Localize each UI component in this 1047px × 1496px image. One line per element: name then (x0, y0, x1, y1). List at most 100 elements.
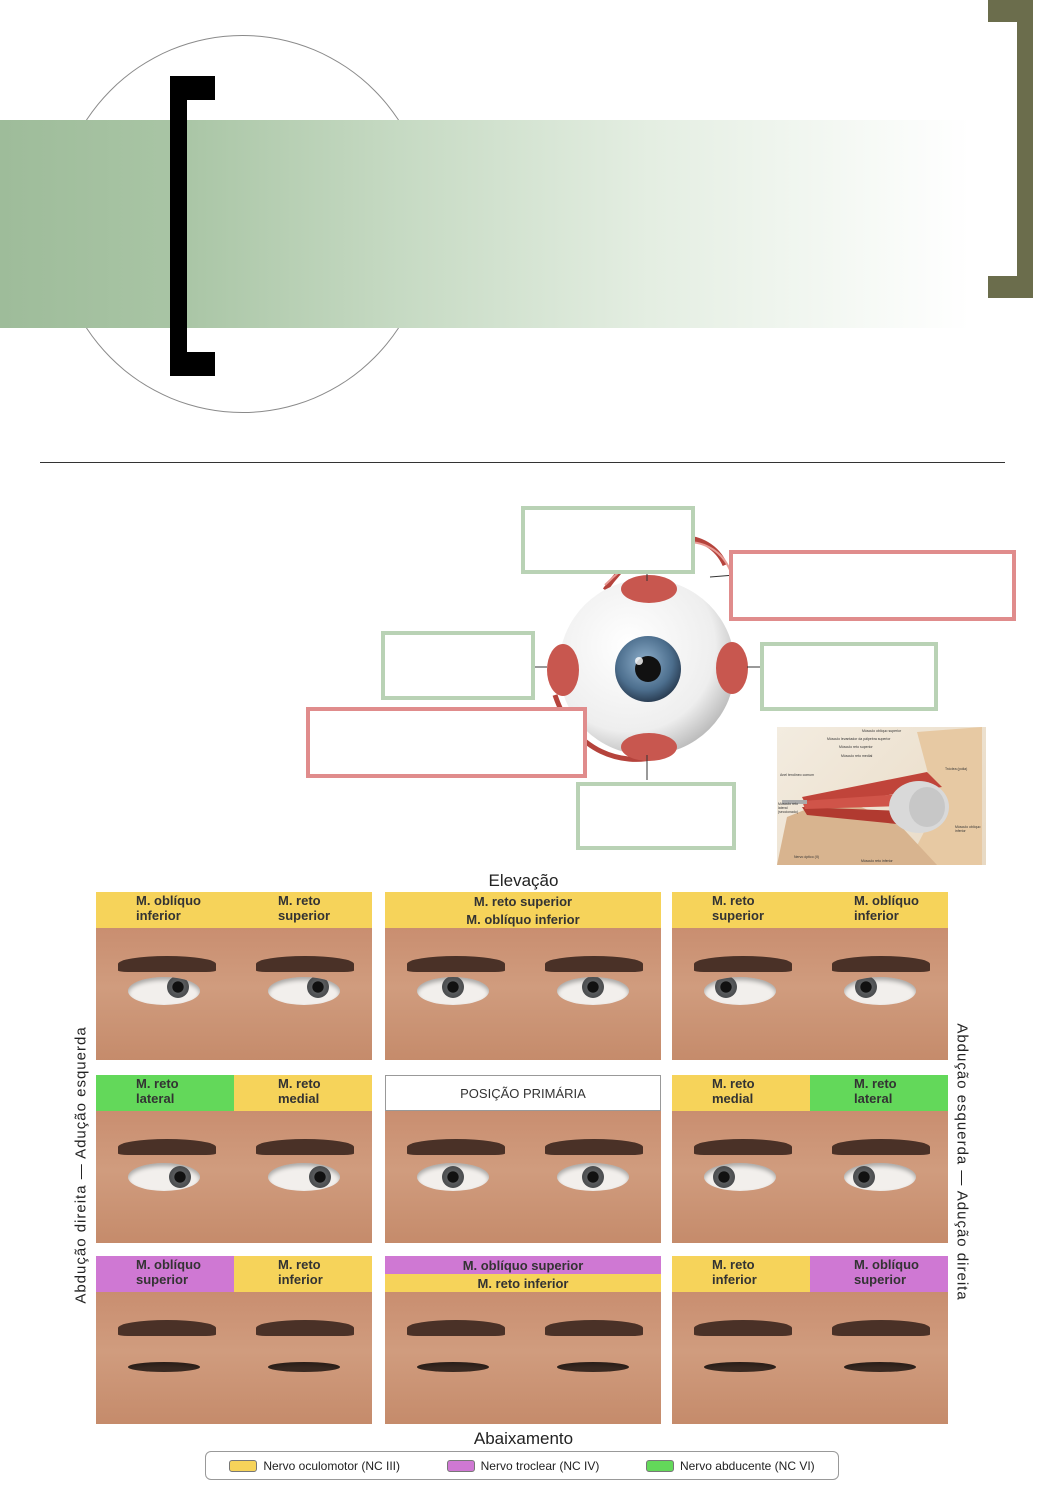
eyebrow (407, 1320, 505, 1336)
muscle-label: M. oblíquo superior (385, 1256, 661, 1274)
right-bracket (988, 0, 1033, 298)
anatomy-label-7: Músculo oblíquo inferior (955, 825, 981, 833)
eyebrow (832, 1139, 930, 1155)
eye (844, 1163, 916, 1191)
eye (417, 977, 489, 1005)
eyebrow (832, 956, 930, 972)
face-photo (672, 928, 948, 1060)
iris (713, 1166, 735, 1188)
muscle-label: M. oblíquo inferior (385, 910, 661, 928)
iris (582, 1166, 604, 1188)
legend-label-troclear: Nervo troclear (NC IV) (480, 1458, 600, 1473)
label-box-oblique-inferior (306, 707, 587, 778)
face-photo (96, 928, 372, 1060)
legend-swatch-oculomotor (229, 1459, 258, 1472)
iris (307, 977, 329, 999)
label-box-lateral (381, 631, 535, 700)
eye (704, 1362, 776, 1372)
legend-label-abducente: Nervo abducente (NC VI) (679, 1458, 815, 1473)
legend-item-abducente: Nervo abducente (NC VI) (645, 1458, 815, 1473)
label-box-superior (521, 506, 695, 574)
eye (128, 1362, 200, 1372)
face-photo (672, 1292, 948, 1424)
anatomy-label-9: Músculo reto inferior (861, 859, 893, 863)
eye (557, 1362, 629, 1372)
title-band (0, 120, 1000, 328)
anatomy-label-2: Músculo reto superior (839, 745, 873, 749)
eyebrow (256, 1320, 354, 1336)
legend-item-troclear: Nervo troclear (NC IV) (446, 1458, 600, 1473)
eyebrow (118, 1320, 216, 1336)
eye (417, 1163, 489, 1191)
eyebrow (256, 956, 354, 972)
gaze-cell-center: POSIÇÃO PRIMÁRIA (385, 1075, 661, 1243)
face-photo (385, 1111, 661, 1243)
right-side-caption: Abdução esquerda — Adução direita (953, 1023, 971, 1301)
muscle-label: M. reto inferior (385, 1274, 661, 1292)
iris (442, 977, 464, 998)
eye (844, 1362, 916, 1372)
anatomy-label-1: Músculo levantador da pálpebra superior (827, 737, 891, 741)
iris (853, 1166, 875, 1188)
face-photo (672, 1111, 948, 1243)
eye (704, 977, 776, 1006)
face-photo (385, 1292, 661, 1424)
eyebrow (545, 1320, 643, 1336)
iris (167, 977, 189, 999)
eyebrow (407, 1139, 505, 1155)
legend-label-oculomotor: Nervo oculomotor (NC III) (263, 1458, 401, 1473)
anatomy-label-5: Anel tendíneo comum (780, 773, 815, 777)
depression-caption: Abaixamento (473, 1429, 574, 1448)
iris (715, 977, 737, 999)
eye (704, 1163, 776, 1191)
iris (309, 1166, 331, 1188)
eyebrow (118, 1139, 216, 1155)
eye (557, 1163, 629, 1191)
label-box-oblique-superior (729, 550, 1016, 621)
face-photo (96, 1111, 372, 1243)
legend-item-oculomotor: Nervo oculomotor (NC III) (229, 1459, 400, 1473)
eyeball-illustration (535, 535, 763, 780)
face-photo (385, 928, 661, 1060)
eye (128, 977, 200, 1006)
eyebrow (694, 1320, 792, 1336)
orbit-anatomy-thumbnail: Músculo oblíquo superior Músculo levanta… (777, 727, 986, 865)
anatomy-label-3: Músculo reto medial (841, 754, 873, 758)
muscle-label: POSIÇÃO PRIMÁRIA (385, 1075, 661, 1111)
horizontal-rule (40, 462, 1005, 463)
eye (268, 1163, 340, 1191)
nerve-legend: Nervo oculomotor (NC III) Nervo troclear… (205, 1451, 839, 1480)
left-side-caption: Abdução direita — Adução esquerda (72, 1026, 90, 1304)
iris (442, 1166, 464, 1188)
eye (128, 1163, 200, 1191)
muscle-label: M. reto superior (385, 892, 661, 910)
eyebrow (545, 956, 643, 972)
eye (557, 977, 629, 1005)
left-bracket (170, 76, 215, 376)
iris (855, 977, 877, 999)
anatomy-label-4: Tróclea (polia) (945, 767, 968, 771)
